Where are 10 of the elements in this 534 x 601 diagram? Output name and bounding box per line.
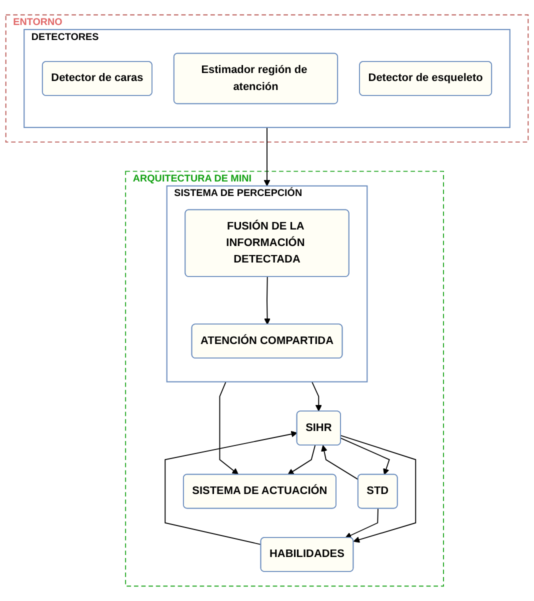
- arrow: [340, 438, 390, 475]
- arrow: [219, 381, 238, 475]
- arrow: [321, 445, 359, 480]
- arrow: [340, 435, 416, 543]
- arrow: [345, 508, 378, 538]
- arrow: [311, 381, 322, 412]
- arrow: [264, 276, 270, 325]
- arrow: [288, 444, 316, 475]
- arrow: [264, 127, 270, 186]
- arrow: [164, 430, 298, 546]
